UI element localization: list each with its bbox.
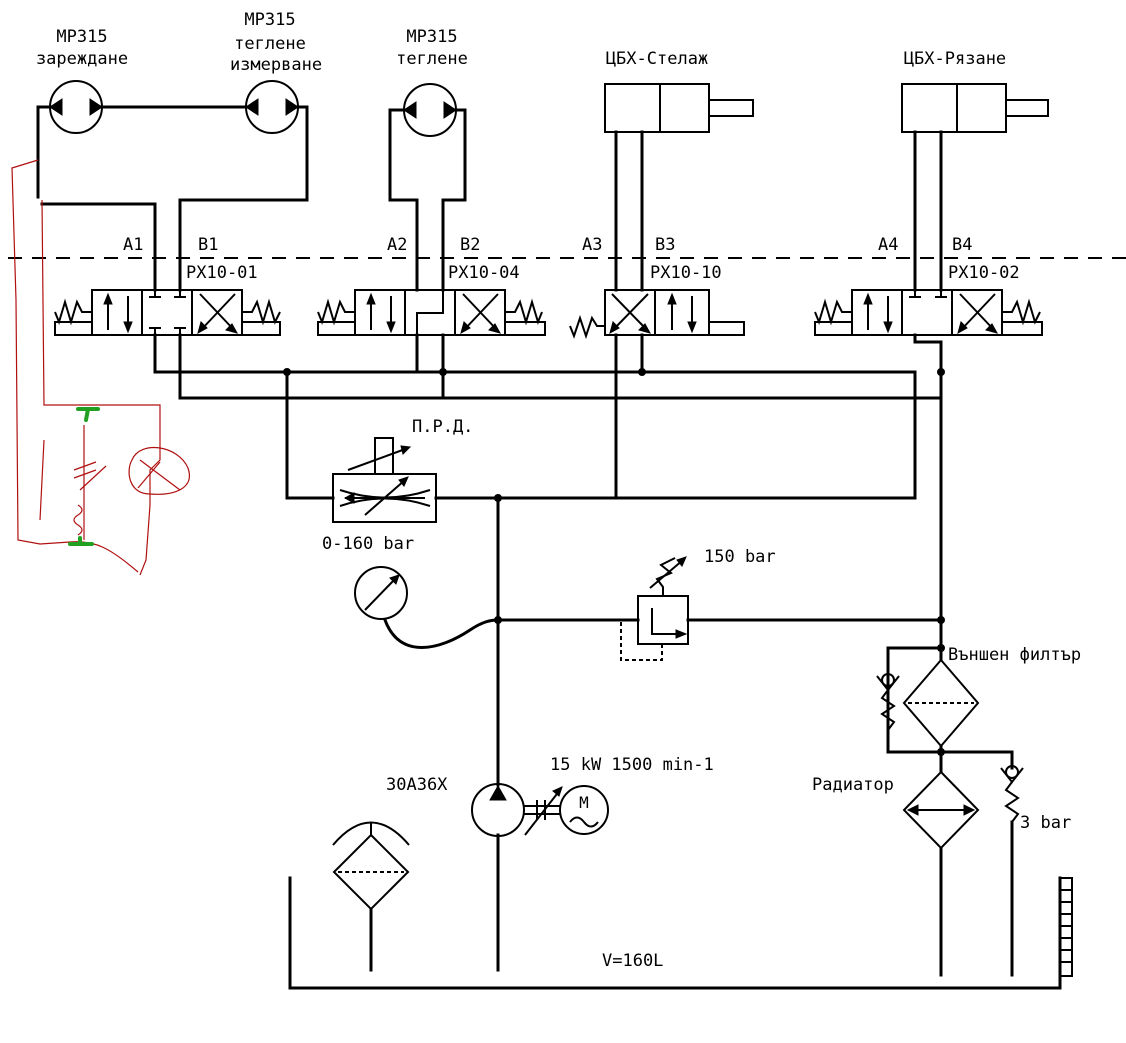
port-a2-label: A2 (387, 235, 407, 255)
pump-symbol (471, 783, 563, 837)
motor-3-label-line2: теглене (396, 49, 468, 69)
port-b1-label: B1 (198, 235, 218, 255)
valve-1-symbol (54, 289, 281, 336)
suction-filter-symbol (332, 821, 410, 972)
electric-motor-letter: M (579, 793, 589, 812)
port-b4-label: B4 (952, 235, 972, 255)
motor-2-label-line1: MP315 (244, 10, 295, 30)
valve-3-label: PX10-10 (650, 263, 722, 283)
radiator-label: Радиатор (812, 775, 894, 795)
motor-2-label-line3: измерване (230, 55, 322, 75)
flow-control-label: П.Р.Д. (412, 417, 473, 437)
motor-3-label-line1: MP315 (406, 27, 457, 47)
hand-drawn-sketch (11, 159, 190, 576)
pump-label: 30A36X (386, 775, 448, 795)
valve-3-symbol (569, 289, 745, 340)
bypass-check-valve-symbol (876, 673, 900, 731)
port-a1-label: A1 (123, 235, 143, 255)
check-valve-pressure-label: 3 bar (1020, 813, 1071, 833)
motor-1-label-line1: MP315 (56, 27, 107, 47)
check-valve-3bar-symbol (1000, 765, 1024, 977)
external-filter-label: Външен филтър (948, 645, 1081, 665)
tank-volume-label: V=160L (602, 951, 663, 971)
relief-valve-pressure-label: 150 bar (704, 547, 776, 567)
cylinder-2-label: ЦБХ-Рязане (904, 49, 1006, 69)
motor-2-label-line2: теглене (234, 34, 306, 54)
pressure-tank-lines (153, 333, 945, 972)
port-a3-label: A3 (582, 235, 602, 255)
cylinder-2-symbol (901, 83, 1049, 292)
motor-drive-label: 15 kW 1500 min-1 (550, 755, 714, 775)
green-marks (68, 407, 100, 546)
external-filter-symbol (886, 644, 1014, 774)
motor-2-symbol (245, 80, 299, 134)
valve-1-label: PX10-01 (186, 263, 258, 283)
pressure-gauge-symbol (354, 566, 408, 620)
port-b3-label: B3 (655, 235, 675, 255)
port-a4-label: A4 (878, 235, 898, 255)
valve-4-label: PX10-02 (948, 263, 1020, 283)
cylinder-1-label: ЦБХ-Стелаж (606, 49, 708, 69)
motor-1-label-line2: зареждане (36, 49, 128, 69)
cylinder-1-symbol (604, 83, 754, 292)
flow-control-range-label: 0-160 bar (322, 534, 414, 554)
flow-control-valve-symbol (332, 437, 437, 523)
valve-2-symbol (317, 289, 546, 336)
port-b2-label: B2 (460, 235, 480, 255)
tank-symbol (288, 876, 1073, 990)
motor-1-symbol (49, 80, 103, 134)
valve-4-symbol (814, 289, 1043, 336)
motor-3-symbol (403, 83, 457, 137)
electric-motor-symbol: M (559, 785, 609, 835)
radiator-symbol (902, 770, 980, 977)
relief-valve-symbol (620, 556, 689, 661)
motor-lines (36, 105, 467, 292)
valve-2-label: PX10-04 (448, 263, 520, 283)
